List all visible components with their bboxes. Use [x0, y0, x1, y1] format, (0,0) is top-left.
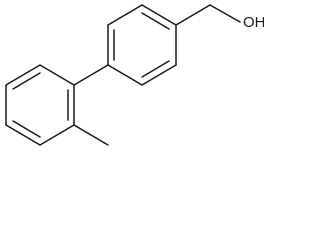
benzyl-ring [107, 4, 177, 86]
ring-double-bond [12, 120, 41, 138]
biaryl-bond [73, 64, 109, 86]
methyl-bond [73, 124, 109, 146]
molecule-drawing: OH [5, 4, 264, 146]
ring-bond [107, 4, 143, 26]
ring-bond [5, 124, 41, 146]
ring-double-bond [141, 60, 170, 78]
hydroxyl-label: OH [243, 14, 264, 31]
ring-bond [141, 4, 177, 26]
ring-bond [39, 64, 75, 86]
ring-bond [5, 64, 41, 86]
ch2-bond [175, 4, 211, 26]
structure-diagram: OH [5, 4, 264, 146]
ring-bond [107, 64, 143, 86]
ring-double-bond [12, 72, 41, 90]
tolyl-ring [5, 64, 75, 146]
ring-bond [141, 64, 177, 86]
ring-double-bond [141, 12, 170, 30]
ring-bond [39, 124, 75, 146]
ch2-oh-bond [209, 4, 241, 23]
